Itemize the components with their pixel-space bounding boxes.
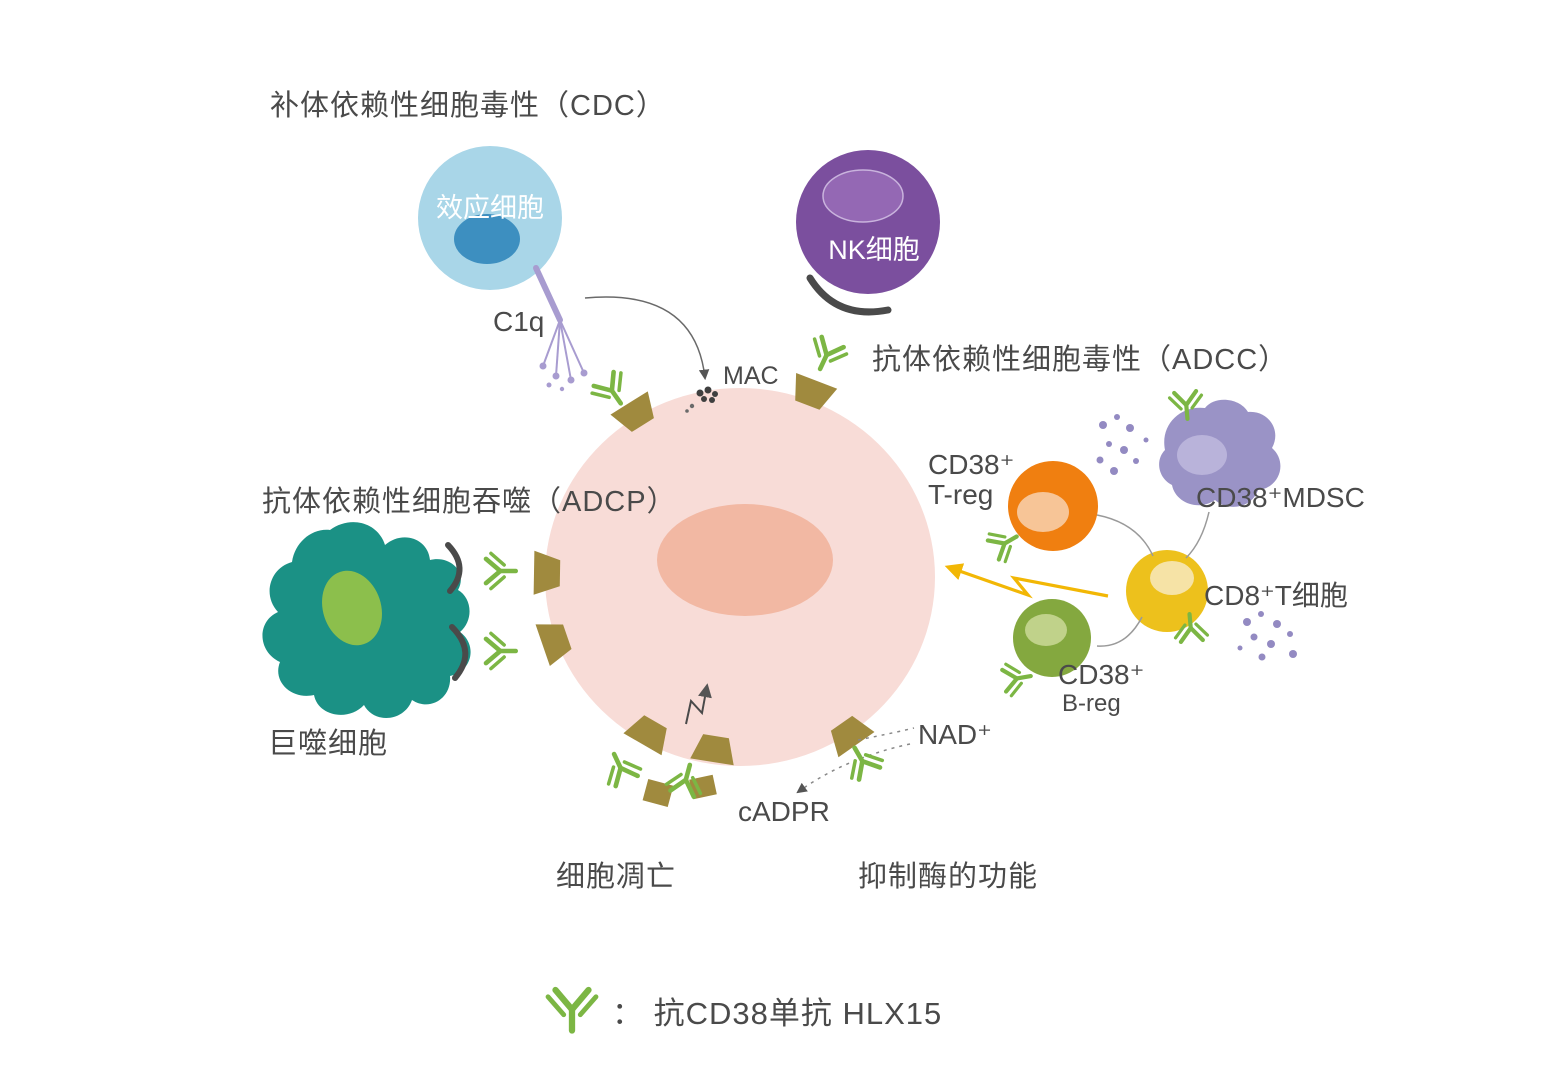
apoptosis-arrow — [685, 683, 712, 725]
c1q-label: C1q — [493, 306, 545, 337]
antibody-icon — [598, 747, 642, 789]
nk-cell-label: NK细胞 — [828, 235, 920, 265]
mdsc-label: CD38⁺MDSC — [1196, 482, 1365, 513]
enzyme-inhibition-label: 抑制酶的功能 — [858, 861, 1039, 893]
breg-label: B-reg — [1062, 690, 1121, 717]
adcc-label: 抗体依赖性细胞毒性（ADCC） — [872, 344, 1289, 376]
macrophage-label: 巨噬细胞 — [268, 728, 389, 760]
enzyme-pathway-arrows — [796, 727, 915, 794]
cd8-t-cell — [1126, 550, 1208, 632]
macrophage-nucleus — [322, 570, 382, 646]
shed-cd38-fragment — [642, 779, 674, 807]
cadpr-label: cADPR — [738, 796, 830, 827]
antibody-icon — [804, 335, 848, 377]
breg-nucleus — [1025, 614, 1067, 646]
cytotoxic-attack-arrow — [944, 563, 1109, 599]
tumor-cell — [545, 388, 935, 766]
mac-label: MAC — [723, 362, 779, 390]
cell-connectors — [1096, 511, 1210, 647]
macrophage-fc-receptor-arc — [445, 542, 463, 594]
tumor-cell-nucleus — [657, 504, 833, 616]
effector-cell-nucleus — [454, 214, 520, 264]
nk-fc-receptor-arc — [806, 274, 892, 316]
nk-cell — [796, 150, 940, 316]
c1q-to-mac-arrow — [584, 296, 710, 381]
macrophage-cell — [262, 522, 471, 718]
cdc-label: 补体依赖性细胞毒性（CDC） — [270, 90, 666, 122]
breg-cd38-label: CD38⁺ — [1058, 659, 1145, 690]
apoptosis-label: 细胞凋亡 — [556, 861, 677, 893]
legend-label: ： 抗CD38单抗 HLX15 — [612, 996, 943, 1031]
effector-cell — [418, 146, 562, 290]
effector-cell-label: 效应细胞 — [436, 193, 544, 223]
adcp-label: 抗体依赖性细胞吞噬（ADCP） — [262, 486, 677, 518]
macrophage-fc-receptor-arc — [449, 624, 469, 681]
legend-antibody-icon — [548, 990, 596, 1031]
mdsc-nucleus — [1177, 435, 1227, 475]
mdsc-cell — [1159, 399, 1281, 507]
cd8-t-nucleus — [1150, 561, 1194, 595]
nad-label: NAD⁺ — [918, 719, 992, 750]
granule-dots-cd8 — [1237, 611, 1297, 661]
cd8-t-label: CD8⁺T细胞 — [1204, 580, 1348, 611]
granule-dots-mdsc — [1096, 414, 1149, 475]
treg-cell — [1008, 461, 1098, 551]
nk-cell-nucleus — [822, 169, 904, 223]
mac-pore — [685, 386, 718, 413]
c1q-complex — [533, 265, 588, 392]
antibody-icon — [486, 553, 516, 588]
antibody-icon — [486, 633, 516, 668]
treg-cd38-label: CD38⁺ — [928, 449, 1015, 480]
treg-nucleus — [1017, 492, 1069, 532]
breg-cell — [1013, 599, 1091, 677]
treg-label: T-reg — [928, 479, 994, 510]
